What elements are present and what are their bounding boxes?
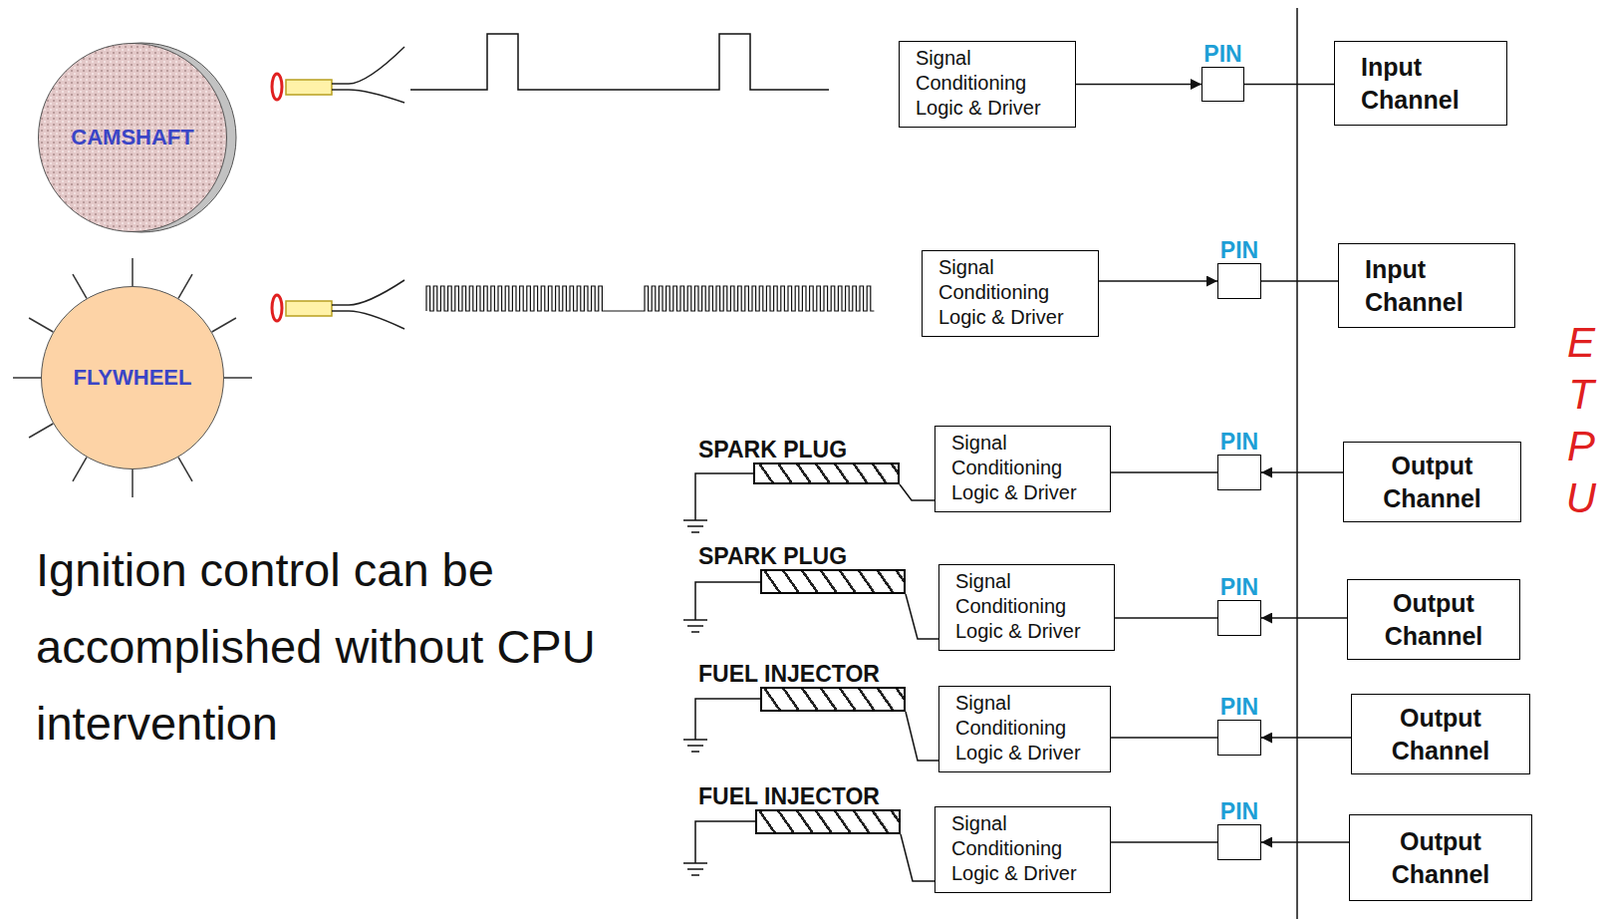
connector	[1261, 471, 1343, 474]
camshaft-wheel: CAMSHAFT	[37, 42, 228, 233]
signal-conditioning-box: Signal Conditioning Logic & Driver	[938, 685, 1111, 773]
signal-conditioning-box: Signal Conditioning Logic & Driver	[934, 425, 1111, 513]
flywheel-tooth	[178, 273, 193, 298]
node-label: Output Channel	[1363, 824, 1518, 890]
crank-waveform	[426, 285, 874, 311]
connector	[1261, 736, 1351, 739]
node-label: SPARK PLUG	[698, 437, 847, 463]
node-label: Output Channel	[1361, 586, 1506, 652]
flywheel-tooth	[178, 457, 193, 482]
ground-symbol	[683, 698, 761, 752]
flywheel-tooth	[28, 317, 53, 332]
connector	[900, 833, 935, 881]
connector	[1244, 83, 1334, 86]
output-channel-box: Output Channel	[1342, 441, 1522, 523]
signal-conditioning-box: Signal Conditioning Logic & Driver	[921, 250, 1099, 337]
pin-box: PIN	[1217, 719, 1262, 756]
connector	[1261, 616, 1347, 619]
actuator-element: SPARK PLUG	[760, 568, 906, 594]
node-label: SPARK PLUG	[698, 543, 847, 569]
connector	[1114, 616, 1218, 619]
node-label: Output Channel	[1357, 449, 1507, 515]
signal-conditioning-box: Signal Conditioning Logic & Driver	[898, 40, 1076, 128]
node-label: Input Channel	[1360, 50, 1491, 116]
output-channel-box: Output Channel	[1348, 813, 1533, 901]
node-label: Signal Conditioning Logic & Driver	[915, 45, 1066, 121]
signal-conditioning-box: Signal Conditioning Logic & Driver	[938, 563, 1115, 651]
connector	[1261, 840, 1349, 843]
flywheel-wheel: FLYWHEEL	[40, 285, 225, 470]
pin-box: PIN	[1217, 599, 1262, 636]
connector	[899, 484, 935, 501]
sensor-body	[285, 79, 332, 95]
flywheel-tooth	[131, 258, 134, 286]
input-channel-box: Input Channel	[1333, 40, 1508, 126]
pin-box: PIN	[1217, 263, 1262, 299]
connector	[1110, 471, 1218, 474]
pin-box: PIN	[1201, 66, 1245, 102]
connector	[1098, 279, 1218, 282]
node-label: FLYWHEEL	[73, 364, 193, 391]
input-channel-box: Input Channel	[1337, 243, 1516, 328]
node-label: CAMSHAFT	[70, 124, 194, 151]
node-label: PIN	[1220, 429, 1259, 455]
cam-waveform	[410, 33, 829, 90]
connector	[905, 711, 939, 761]
node-label: PIN	[1220, 238, 1259, 264]
node-label: FUEL INJECTOR	[698, 661, 880, 687]
flywheel-teeth	[12, 258, 253, 498]
node-label: Signal Conditioning Logic & Driver	[951, 810, 1100, 886]
crank-waveform-trace	[426, 285, 874, 311]
actuator-element: SPARK PLUG	[753, 462, 900, 485]
flywheel-tooth	[12, 376, 41, 379]
ground-symbol	[683, 473, 754, 533]
node-label: Signal Conditioning Logic & Driver	[955, 568, 1104, 644]
pin-box: PIN	[1217, 454, 1262, 491]
signal-conditioning-box: Signal Conditioning Logic & Driver	[934, 805, 1111, 893]
actuator-element: FUEL INJECTOR	[755, 808, 901, 834]
sensor-tip	[271, 73, 282, 100]
connector	[1110, 736, 1218, 739]
ground-symbol	[683, 581, 761, 632]
etpu-boundary	[1296, 7, 1299, 919]
node-label: FUEL INJECTOR	[698, 784, 880, 809]
node-label: Signal Conditioning Logic & Driver	[951, 430, 1100, 506]
flywheel-tooth	[224, 376, 253, 379]
output-channel-box: Output Channel	[1350, 693, 1531, 775]
flywheel-tooth	[131, 469, 134, 498]
node-label: PIN	[1220, 574, 1259, 600]
node-label: PIN	[1220, 799, 1259, 824]
block-name: ETPU	[1560, 316, 1600, 525]
flywheel-tooth	[72, 273, 87, 298]
connector	[1110, 840, 1218, 843]
connector	[905, 593, 939, 639]
node-label: PIN	[1220, 694, 1259, 720]
node-label: Signal Conditioning Logic & Driver	[938, 255, 1088, 330]
sensor-tip	[271, 294, 282, 321]
flywheel-tooth	[72, 457, 87, 482]
sensor-wire	[331, 279, 405, 305]
flywheel-tooth	[212, 317, 237, 332]
sensor-wire	[331, 89, 405, 103]
caption-note: Ignition control can be accomplished wit…	[35, 531, 634, 762]
connector	[1075, 83, 1202, 86]
node-label: Output Channel	[1365, 701, 1516, 767]
sensor-wire	[331, 310, 405, 329]
connector	[1261, 279, 1338, 282]
node-label: PIN	[1203, 41, 1242, 67]
sensor-wire	[331, 46, 405, 84]
actuator-element: FUEL INJECTOR	[760, 686, 906, 712]
output-channel-box: Output Channel	[1346, 578, 1521, 660]
ground-symbol	[683, 820, 756, 875]
node-label: Input Channel	[1364, 253, 1499, 318]
pin-box: PIN	[1217, 823, 1262, 860]
node-label: Signal Conditioning Logic & Driver	[955, 690, 1100, 766]
sensor-body	[285, 300, 332, 316]
flywheel-tooth	[28, 423, 53, 438]
